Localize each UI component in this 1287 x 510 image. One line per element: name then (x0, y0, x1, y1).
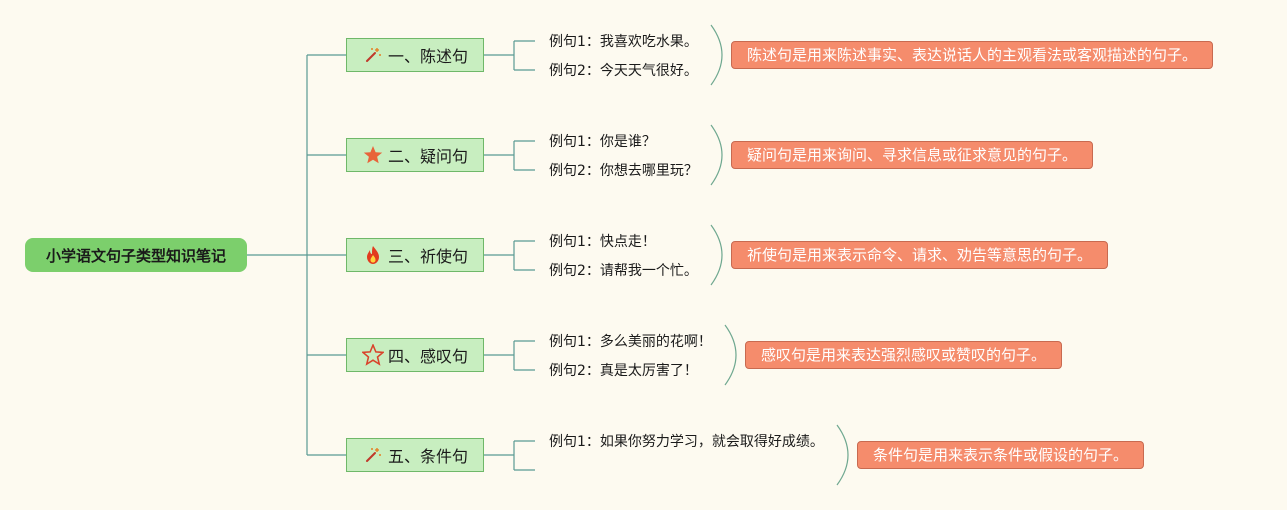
branch-declarative[interactable]: 一、陈述句 (346, 38, 484, 72)
example-item: 例句1：你是谁？ (549, 134, 656, 150)
branch-conditional[interactable]: 五、条件句 (346, 438, 484, 472)
branch-label: 二、疑问句 (387, 147, 468, 166)
branch-label: 三、祈使句 (387, 247, 468, 266)
example-item: 例句2：今天天气很好。 (549, 63, 698, 79)
outline-star-icon (361, 344, 384, 366)
branch-label: 一、陈述句 (387, 47, 468, 66)
summary-box[interactable]: 感叹句是用来表达强烈感叹或赞叹的句子。 (745, 341, 1063, 369)
branch-exclamatory[interactable]: 四、感叹句 (346, 338, 484, 372)
root-title: 小学语文句子类型知识笔记 (45, 246, 226, 265)
branch-interrogative[interactable]: 二、疑问句 (346, 138, 484, 172)
example-item: 例句1：我喜欢吃水果。 (549, 34, 698, 50)
example-item: 例句2：你想去哪里玩？ (549, 163, 698, 179)
example-item: 例句1：如果你努力学习，就会取得好成绩。 (549, 434, 824, 450)
root-topic[interactable]: 小学语文句子类型知识笔记 (25, 238, 247, 272)
summary-box[interactable]: 疑问句是用来询问、寻求信息或征求意见的句子。 (731, 141, 1094, 169)
magic-wand-icon (362, 44, 384, 66)
flame-icon (362, 244, 384, 266)
summary-box[interactable]: 条件句是用来表示条件或假设的句子。 (857, 441, 1145, 469)
filled-star-icon (362, 144, 384, 166)
summary-box[interactable]: 祈使句是用来表示命令、请求、劝告等意思的句子。 (731, 241, 1109, 269)
example-item: 例句2：请帮我一个忙。 (549, 263, 698, 279)
branch-label: 五、条件句 (387, 447, 468, 466)
branch-imperative[interactable]: 三、祈使句 (346, 238, 484, 272)
branch-label: 四、感叹句 (387, 347, 468, 366)
example-item: 例句1：快点走！ (549, 234, 656, 250)
summary-box[interactable]: 陈述句是用来陈述事实、表达说话人的主观看法或客观描述的句子。 (731, 41, 1214, 69)
magic-wand-icon (362, 444, 384, 466)
example-item: 例句1：多么美丽的花啊！ (549, 334, 712, 350)
example-item: 例句2：真是太厉害了！ (549, 363, 698, 379)
